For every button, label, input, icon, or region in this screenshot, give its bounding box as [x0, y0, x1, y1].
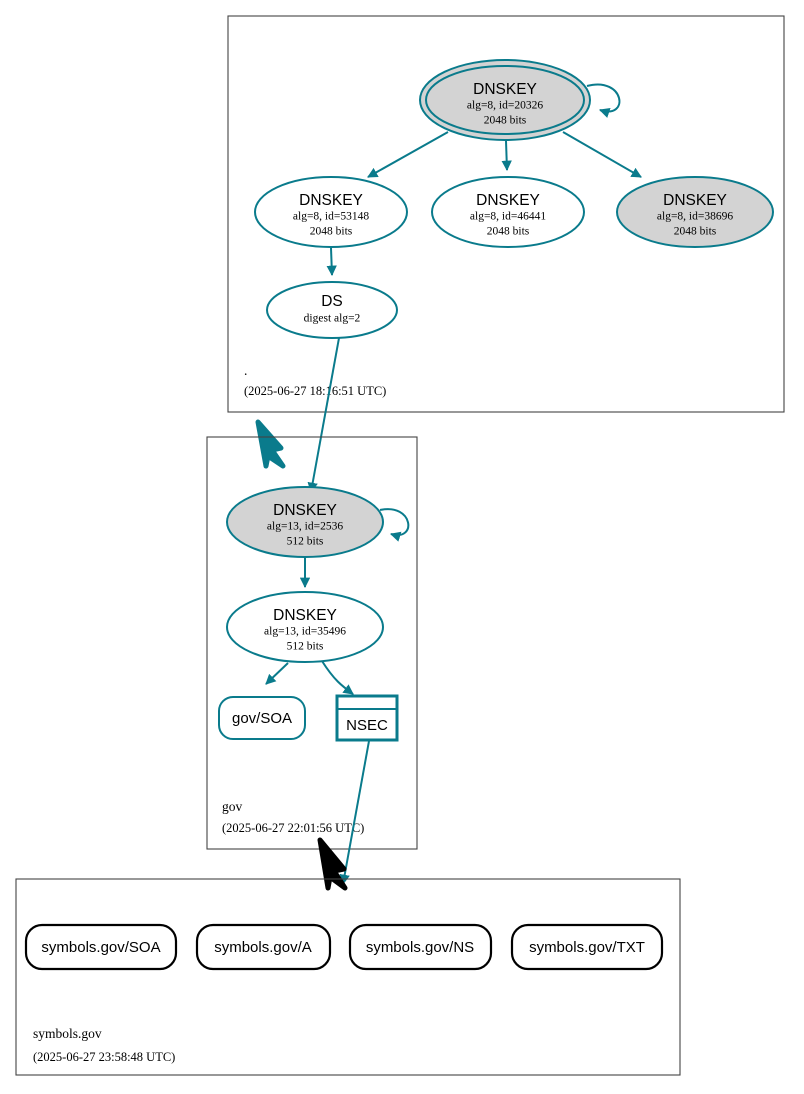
edge-rrsig-gov-zsk-to-soa [265, 662, 289, 685]
node-title: symbols.gov/SOA [41, 939, 160, 956]
node-dnskey-root-46441[interactable]: DNSKEY alg=8, id=46441 2048 bits [431, 176, 585, 248]
zone-gov-timestamp: (2025-06-27 22:01:56 UTC) [222, 821, 364, 835]
node-rounded-rect [218, 696, 306, 740]
edge-ds-to-gov-ksk [307, 337, 340, 494]
node-detail-alg-id: alg=13, id=2536 [267, 521, 343, 533]
node-ellipse [616, 176, 774, 248]
node-dnskey-root-53148[interactable]: DNSKEY alg=8, id=53148 2048 bits [254, 176, 408, 248]
edge-rrsig-ksk-to-46441 [501, 140, 512, 172]
edge-rrsig-ksk-to-38696 [562, 131, 642, 178]
delegation-arrow-secure [255, 419, 286, 469]
zone-symbols-gov-timestamp: (2025-06-27 23:58:48 UTC) [33, 1050, 175, 1064]
node-dnskey-root-38696[interactable]: DNSKEY alg=8, id=38696 2048 bits [616, 176, 774, 248]
zone-gov-name: gov [222, 799, 243, 814]
node-title: DS [321, 293, 343, 310]
node-detail-bits: 2048 bits [487, 226, 530, 238]
node-title: DNSKEY [299, 192, 363, 209]
node-detail-alg-id: alg=13, id=35496 [264, 626, 346, 638]
node-detail-bits: 2048 bits [674, 226, 717, 238]
zone-root-border [227, 15, 785, 413]
node-detail-digest: digest alg=2 [304, 313, 361, 325]
node-detail-alg-id: alg=8, id=46441 [470, 211, 546, 223]
node-title: DNSKEY [273, 502, 337, 519]
edge-delegation-root-to-gov [255, 419, 286, 469]
node-rrset-symbols-gov-ns[interactable]: symbols.gov/NS [348, 923, 493, 971]
edge-nsec-proof-to-symbols-gov [339, 740, 370, 886]
node-rrset-symbols-gov-soa[interactable]: symbols.gov/SOA [24, 923, 178, 971]
node-title: DNSKEY [473, 81, 537, 98]
node-ellipse [226, 486, 384, 558]
node-detail-alg-id: alg=8, id=53148 [293, 211, 369, 223]
delegation-arrow-insecure [317, 837, 348, 891]
node-title: symbols.gov/NS [366, 939, 474, 956]
node-title: symbols.gov/A [214, 939, 312, 956]
zone-gov: DNSKEY alg=13, id=2536 512 bits DNSKEY a… [206, 436, 418, 850]
node-title: DNSKEY [476, 192, 540, 209]
node-dnskey-gov-35496[interactable]: DNSKEY alg=13, id=35496 512 bits [226, 591, 384, 663]
edge-rrsig-ksk-to-53148 [367, 131, 449, 178]
edge-rrsig-53148-to-ds [326, 247, 337, 277]
node-rrset-symbols-gov-a[interactable]: symbols.gov/A [195, 923, 332, 971]
node-dnskey-root-ksk[interactable]: DNSKEY alg=8, id=20326 2048 bits [419, 59, 621, 141]
node-ds-root[interactable]: DS digest alg=2 [266, 281, 398, 339]
zone-root: DNSKEY alg=8, id=20326 2048 bits DNSKEY … [227, 15, 785, 413]
node-detail-bits: 512 bits [287, 536, 324, 548]
node-rounded-rect [348, 923, 493, 971]
node-title: symbols.gov/TXT [529, 939, 645, 956]
zone-root-timestamp: (2025-06-27 18:16:51 UTC) [244, 384, 386, 398]
node-nsec-gov[interactable]: NSEC [335, 694, 399, 742]
node-ellipse [226, 591, 384, 663]
zone-symbols-gov: symbols.gov/SOA symbols.gov/A symbols.go… [15, 878, 681, 1076]
node-detail-bits: 2048 bits [310, 226, 353, 238]
edge-self-signature-root-ksk [586, 83, 621, 118]
node-ellipse [266, 281, 398, 339]
zone-root-name: . [244, 363, 247, 378]
node-rounded-rect [195, 923, 332, 971]
node-rounded-rect [510, 923, 664, 971]
node-inner-ellipse [425, 65, 585, 135]
node-rrset-gov-soa[interactable]: gov/SOA [218, 696, 306, 740]
node-rrset-symbols-gov-txt[interactable]: symbols.gov/TXT [510, 923, 664, 971]
node-ellipse [254, 176, 408, 248]
node-ellipse [431, 176, 585, 248]
node-rounded-rect [24, 923, 178, 971]
zone-symbols-gov-name: symbols.gov [33, 1026, 102, 1041]
node-dnskey-gov-2536[interactable]: DNSKEY alg=13, id=2536 512 bits [226, 486, 410, 558]
edge-self-signature-gov-ksk [379, 508, 410, 542]
node-title: DNSKEY [273, 607, 337, 624]
edge-delegation-gov-to-symbols-gov [317, 837, 348, 891]
node-title: gov/SOA [232, 710, 292, 727]
node-detail-alg-id: alg=8, id=20326 [467, 100, 543, 112]
node-table-rect [335, 694, 399, 742]
node-title: NSEC [346, 717, 388, 734]
node-detail-alg-id: alg=8, id=38696 [657, 211, 733, 223]
zone-gov-border [206, 436, 418, 850]
node-detail-bits: 512 bits [287, 641, 324, 653]
node-title: DNSKEY [663, 192, 727, 209]
zone-symbols-gov-border [15, 878, 681, 1076]
node-detail-bits: 2048 bits [484, 115, 527, 127]
edge-rrsig-gov-zsk-to-nsec [321, 660, 354, 695]
